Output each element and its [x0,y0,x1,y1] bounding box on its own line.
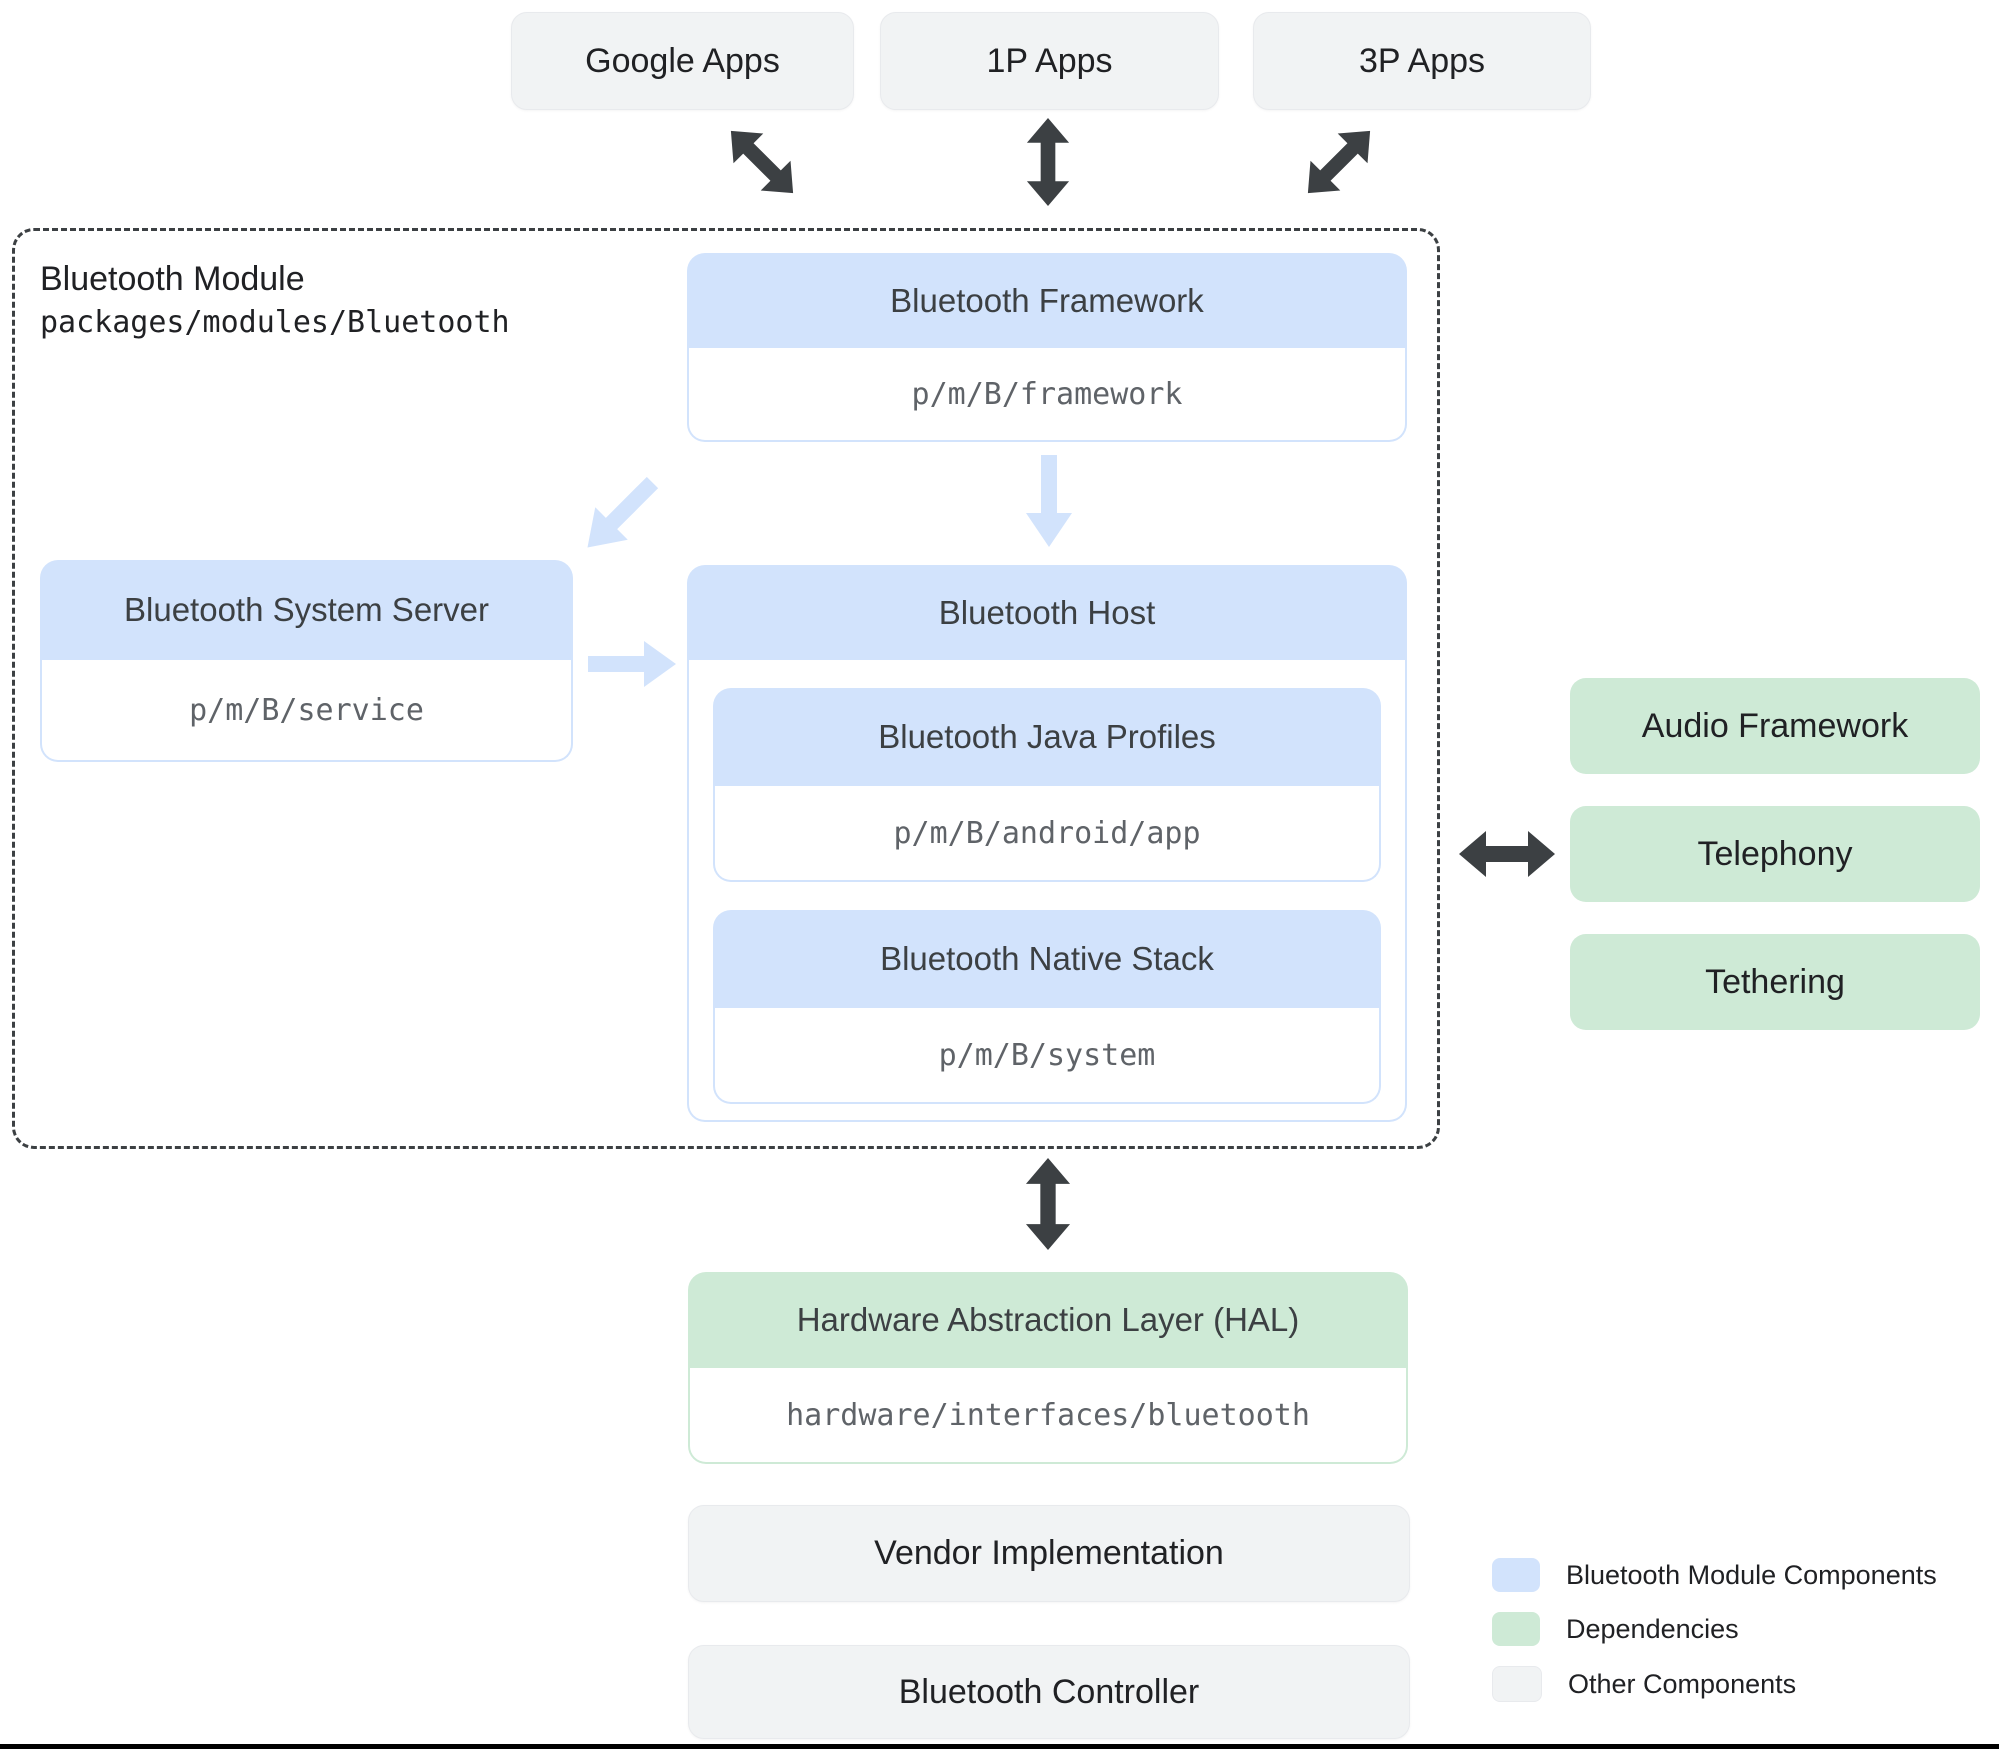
legend-row-other-components: Other Components [1492,1666,1796,1702]
bluetooth-host-title: Bluetooth Host [687,565,1407,660]
audio-framework-label: Audio Framework [1641,706,1909,745]
hal-title: Hardware Abstraction Layer (HAL) [688,1272,1408,1368]
legend-label-module-components: Bluetooth Module Components [1566,1559,1937,1590]
bluetooth-controller-box: Bluetooth Controller [688,1645,1410,1739]
hal-path: hardware/interfaces/bluetooth [688,1368,1408,1464]
audio-framework-box: Audio Framework [1570,678,1980,774]
hal-box: Hardware Abstraction Layer (HAL) hardwar… [688,1272,1408,1464]
google-apps-box: Google Apps [511,12,854,110]
bluetooth-framework-box: Bluetooth Framework p/m/B/framework [687,253,1407,442]
bluetooth-framework-title: Bluetooth Framework [687,253,1407,348]
vendor-implementation-box: Vendor Implementation [688,1505,1410,1602]
bluetooth-module-container [12,228,1440,1149]
bidirectional-diagonal-arrow-icon [715,115,810,210]
legend-row-dependencies: Dependencies [1492,1612,1739,1646]
down-arrow-icon [1026,455,1072,547]
bluetooth-module-title: Bluetooth Module [40,260,305,298]
telephony-label: Telephony [1697,834,1853,873]
bluetooth-module-label: Bluetooth Module packages/modules/Blueto… [40,256,510,344]
bluetooth-native-stack-box: Bluetooth Native Stack p/m/B/system [713,910,1381,1104]
telephony-box: Telephony [1570,806,1980,902]
bluetooth-system-server-path: p/m/B/service [40,660,573,762]
bluetooth-controller-label: Bluetooth Controller [898,1672,1200,1711]
down-left-arrow-icon [571,466,669,564]
legend-swatch-green [1492,1612,1540,1646]
bluetooth-native-stack-title: Bluetooth Native Stack [713,910,1381,1008]
bidirectional-horizontal-arrow-icon [1459,831,1555,877]
legend-label-dependencies: Dependencies [1566,1613,1739,1644]
first-party-apps-box: 1P Apps [880,12,1219,110]
bluetooth-native-stack-path: p/m/B/system [713,1008,1381,1104]
bluetooth-java-profiles-box: Bluetooth Java Profiles p/m/B/android/ap… [713,688,1381,882]
legend-row-module-components: Bluetooth Module Components [1492,1558,1937,1592]
right-arrow-icon [588,641,676,687]
third-party-apps-label: 3P Apps [1358,41,1486,80]
bluetooth-java-profiles-path: p/m/B/android/app [713,786,1381,882]
tethering-box: Tethering [1570,934,1980,1030]
legend-label-other-components: Other Components [1568,1668,1797,1699]
bidirectional-vertical-arrow-icon [1025,118,1071,206]
google-apps-label: Google Apps [585,41,780,80]
tethering-label: Tethering [1705,962,1845,1001]
legend-swatch-blue [1492,1558,1540,1592]
legend-swatch-gray [1492,1666,1542,1702]
bidirectional-diagonal-arrow-icon [1292,115,1387,210]
bluetooth-system-server-box: Bluetooth System Server p/m/B/service [40,560,573,762]
third-party-apps-box: 3P Apps [1253,12,1591,110]
bottom-edge-divider [0,1744,1999,1749]
bidirectional-vertical-arrow-icon [1025,1158,1071,1250]
first-party-apps-label: 1P Apps [986,41,1113,80]
bluetooth-system-server-title: Bluetooth System Server [40,560,573,660]
bluetooth-framework-path: p/m/B/framework [687,348,1407,442]
bluetooth-module-path: packages/modules/Bluetooth [40,305,510,340]
bluetooth-java-profiles-title: Bluetooth Java Profiles [713,688,1381,786]
vendor-implementation-label: Vendor Implementation [874,1534,1224,1572]
